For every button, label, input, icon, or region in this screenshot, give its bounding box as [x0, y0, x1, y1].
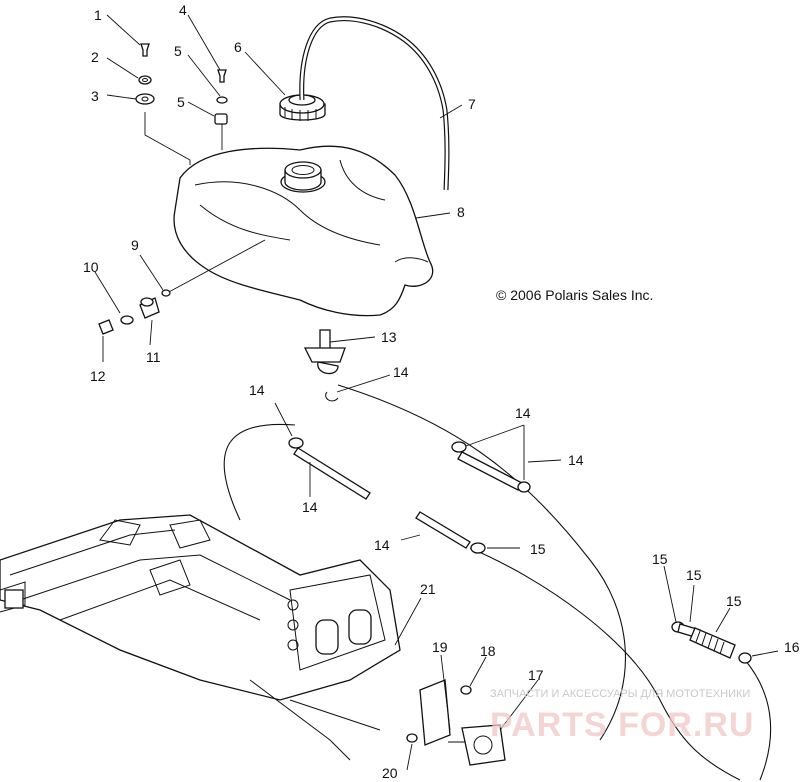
callout-labels: 1 2 3 4 5 5 6 7 8 9 10 11 12 13 14 14 14… [83, 2, 800, 781]
clamp-14-c [517, 481, 531, 493]
callout-16: 15 [726, 593, 742, 609]
hardware-20 [406, 733, 418, 743]
callout-5-top: 5 [174, 43, 182, 59]
fuel-tank [173, 145, 434, 317]
callout-11: 8 [457, 204, 465, 220]
vent-hose-inner [300, 17, 449, 191]
callout-22: 12 [90, 368, 106, 384]
fuel-valve [303, 329, 346, 402]
clamp-14-b [451, 441, 467, 453]
hardware-1-washer [135, 93, 155, 105]
hardware-8-spacer [139, 297, 160, 319]
callout-5-left: 10 [83, 259, 99, 275]
callout-15-b: 14 [568, 452, 584, 468]
callout-8: 11 [146, 349, 161, 365]
fuel-line-right [744, 659, 772, 781]
callout-14-b: 14 [515, 405, 531, 421]
mount-axis-line [166, 239, 266, 294]
hardware-4-screw [217, 69, 227, 83]
callout-14-d: 15 [652, 551, 668, 567]
fuel-pump [461, 724, 506, 766]
callout-21: 21 [420, 581, 436, 597]
hose-15-a [293, 447, 371, 500]
hardware-6-spacer [214, 113, 228, 125]
callout-6: 5 [177, 94, 185, 110]
clamp-14-d [470, 542, 486, 554]
hardware-22-bolt [98, 319, 114, 335]
copyright-text: © 2006 Polaris Sales Inc. [496, 287, 653, 303]
callout-4: 4 [179, 2, 187, 18]
callout-12: 13 [381, 329, 397, 345]
bracket [419, 679, 451, 746]
hardware-3-screw [140, 43, 150, 57]
callout-2: 2 [91, 49, 99, 65]
hardware-5-washer-top [216, 96, 228, 104]
hardware-2-grommet [138, 75, 152, 85]
callout-3: 1 [94, 7, 102, 23]
callout-14-a: 14 [249, 382, 265, 398]
callout-14-c: 15 [530, 541, 546, 557]
watermark-logo: PARTS FOR.RU [490, 706, 754, 744]
fuel-cap [279, 94, 326, 121]
callout-18: 18 [480, 643, 496, 659]
callout-17: 17 [528, 667, 544, 683]
callout-14-e: 16 [784, 639, 800, 655]
callout-13: 14 [393, 364, 409, 380]
callout-15-d: 15 [686, 567, 702, 583]
hose-15-b [457, 451, 523, 491]
fuel-line-lower [469, 547, 741, 781]
callout-1: 3 [91, 88, 99, 104]
callout-9: 9 [131, 237, 139, 253]
watermark-tagline: ЗАПЧАСТИ И АКСЕССУАРЫ ДЛЯ МОТОТЕХНИКИ [490, 688, 750, 700]
callout-20: 20 [382, 765, 398, 781]
mount-line-left [144, 112, 191, 165]
hose-15-c [415, 511, 471, 549]
callout-19: 19 [432, 639, 448, 655]
clamp-14-a [288, 437, 304, 449]
frame [0, 514, 401, 761]
callout-15-c: 14 [374, 537, 390, 553]
hardware-5-washer-left [120, 315, 134, 325]
hardware-18 [460, 685, 472, 695]
callout-7: 6 [234, 39, 242, 55]
clamp-14-f [738, 652, 752, 664]
tank-filler-neck [280, 161, 326, 193]
callout-10: 7 [468, 96, 476, 112]
hardware-9-nut [161, 289, 171, 297]
fuel-filter [689, 627, 736, 659]
fuel-line-left-loop [223, 423, 296, 521]
callout-15-a: 14 [302, 499, 318, 515]
leader-lines [94, 14, 779, 771]
fuel-line-main [337, 384, 626, 741]
